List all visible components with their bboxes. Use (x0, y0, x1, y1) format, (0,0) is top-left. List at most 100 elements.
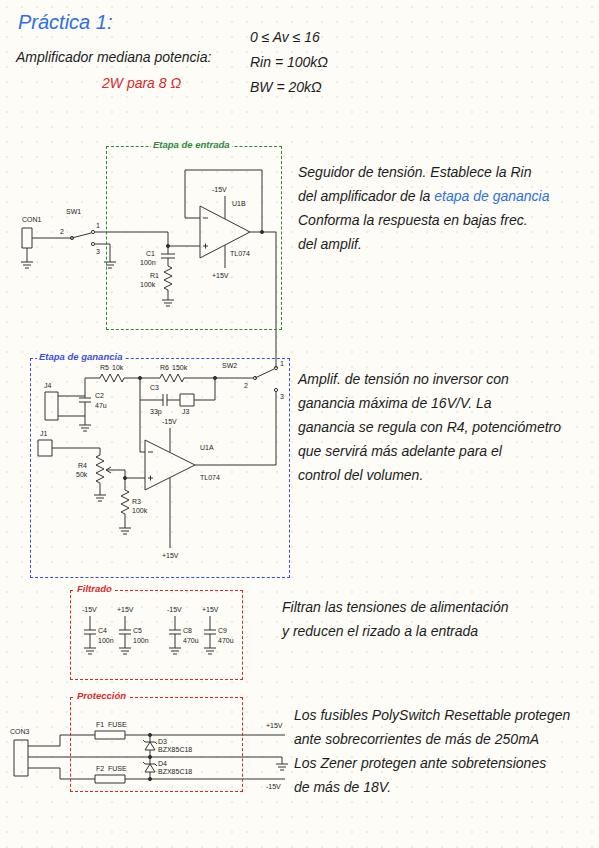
wire (140, 400, 145, 452)
potentiometer-symbol (94, 455, 106, 501)
part-label: CON1 (22, 216, 41, 223)
part-label: C2 (95, 392, 104, 399)
junction-dot (260, 230, 263, 233)
part-label: TL074 (230, 250, 250, 257)
capacitor-symbol (84, 616, 96, 654)
part-label: 2 (60, 228, 64, 235)
handwritten-note: 2W para 8 Ω (102, 76, 181, 90)
handwritten-note: Rin = 100kΩ (250, 55, 328, 69)
fuse-symbol (95, 731, 125, 739)
handwritten-note: etapa de ganancia (434, 189, 549, 203)
handwritten-note: y reducen el rizado a la entrada (282, 624, 478, 638)
part-label: 10k (112, 364, 123, 371)
fuse-symbol (95, 775, 125, 783)
part-label: +15V (117, 606, 134, 613)
part-label: R3 (132, 498, 141, 505)
junction-dot (213, 376, 216, 379)
part-label: D4 (158, 760, 167, 767)
supply-wire (170, 428, 171, 548)
wire (28, 735, 285, 746)
capacitor-symbol (119, 616, 131, 654)
part-label: 2 (244, 382, 248, 389)
wire (28, 768, 285, 779)
part-label: F2 (96, 765, 104, 772)
input-stage-schematic (21, 170, 276, 368)
handwritten-note: Amplificador mediana potencia: (16, 50, 211, 64)
stage-box: Filtrado (70, 590, 243, 680)
page-title: Práctica 1: (18, 12, 112, 32)
filter-schematic (84, 616, 216, 654)
part-label: 470u (183, 637, 199, 644)
part-label: FUSE (108, 721, 127, 728)
stage-box: Etapa de entrada (106, 146, 282, 330)
part-label: J3 (182, 408, 189, 415)
gain-stage-schematic (38, 366, 278, 548)
junction-dot (148, 755, 151, 758)
part-label: 50k (76, 471, 87, 478)
resistor-symbol (119, 478, 131, 534)
capacitor-symbol (140, 378, 180, 406)
switch-blade (72, 233, 91, 238)
jumper-symbol (180, 394, 194, 406)
part-label: +15V (212, 272, 229, 279)
switch-blade (255, 369, 274, 378)
part-label: -15V (162, 418, 177, 425)
output-wire (195, 392, 276, 465)
stage-heading: Filtrado (75, 584, 114, 594)
capacitor-symbol (169, 616, 181, 654)
part-label: -15V (82, 606, 97, 613)
handwritten-note: 0 ≤ Av ≤ 16 (250, 30, 320, 44)
jack-symbol (22, 228, 32, 248)
part-label: +15V (266, 722, 283, 729)
handwritten-note: ante sobrecorrientes de más de 250mA (294, 732, 539, 746)
stage-heading: Etapa de entrada (151, 140, 232, 150)
switch-pin (274, 366, 277, 369)
part-label: 1 (280, 360, 284, 367)
part-label: -15V (167, 606, 182, 613)
part-label: 3 (96, 248, 100, 255)
part-label: BZX85C18 (158, 746, 192, 753)
handwritten-note: Los Zener protegen ante sobretensiones (294, 756, 546, 770)
part-label: C8 (183, 627, 192, 634)
handwritten-note: ganancia se regula con R4, potenciómetro (298, 420, 561, 434)
handwritten-note: Los fusibles PolySwitch Resettable prote… (294, 708, 570, 722)
resistor-symbol (162, 266, 174, 306)
switch-pin (274, 388, 277, 391)
part-label: FUSE (108, 765, 127, 772)
part-label: R5 (100, 364, 109, 371)
part-label: -15V (212, 186, 227, 193)
part-label: BZX85C18 (158, 768, 192, 775)
resistor-symbol (160, 374, 253, 382)
part-label: R6 (160, 364, 169, 371)
handwritten-note: Amplif. de tensión no inversor con (298, 372, 509, 386)
stage-heading: Etapa de ganancia (37, 352, 124, 362)
part-label: U1B (232, 200, 246, 207)
part-label: C4 (98, 627, 107, 634)
handwritten-note: del amplificador de la (298, 189, 430, 203)
handwritten-note: Filtran las tensiones de alimentación (282, 600, 508, 614)
supply-wire (225, 196, 226, 268)
capacitor-symbol (161, 246, 175, 266)
jumper-symbol (45, 392, 58, 420)
handwritten-note: Conforma la respuesta en bajas frec. (298, 213, 528, 227)
part-label: CON3 (10, 728, 29, 735)
zener-symbol (143, 757, 157, 779)
part-label: R4 (78, 462, 87, 469)
protection-schematic (14, 731, 288, 783)
part-label: 100n (133, 637, 149, 644)
opamp-signs (203, 218, 208, 249)
part-label: SW2 (222, 362, 237, 369)
capacitor-symbol (204, 616, 216, 654)
opamp-signs (148, 452, 153, 481)
part-label: +15V (162, 552, 179, 559)
part-label: R1 (150, 272, 159, 279)
junction-dot (148, 733, 151, 736)
part-label: 150k (172, 364, 187, 371)
output-wire (250, 232, 276, 368)
zener-symbol (143, 735, 157, 757)
part-label: C5 (133, 627, 142, 634)
junction-dot (148, 777, 151, 780)
handwritten-note: BW = 20kΩ (250, 80, 322, 94)
feedback-wire (185, 170, 262, 232)
part-label: 100n (140, 259, 156, 266)
